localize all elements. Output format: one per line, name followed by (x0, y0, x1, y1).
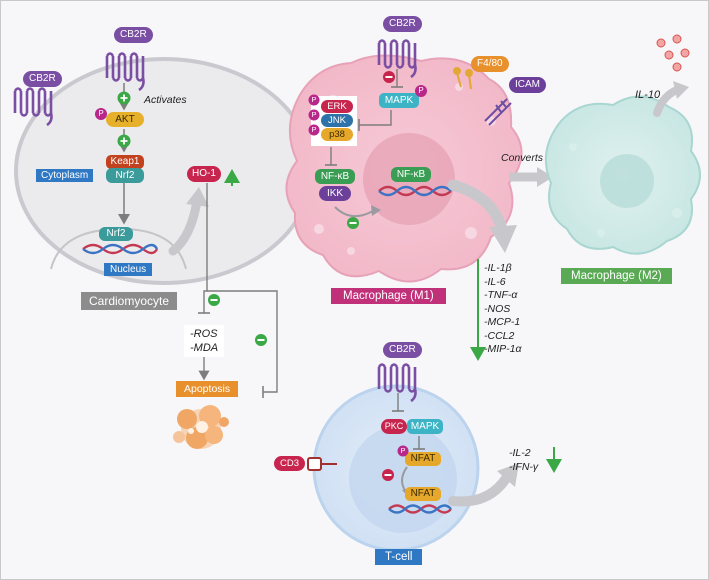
cardiomyocyte-title: Cardiomyocyte (81, 292, 178, 310)
inhibit-ho1-ros (203, 183, 208, 313)
phospho-nfat-icon (397, 445, 409, 457)
cytokine-ifng: -IFN-γ (509, 460, 539, 473)
jnk-label: JNK (328, 115, 346, 126)
ros-mda-list: -ROS -MDA (184, 325, 225, 357)
nfkb-shape (315, 169, 355, 184)
dna-cardiomyocyte (82, 243, 159, 255)
erk-shape (321, 100, 353, 113)
phospho-nfat-label: P (400, 446, 406, 455)
cb2r-label-tcell: CB2R (383, 342, 422, 358)
f480-label: F4/80 (471, 56, 509, 72)
akt-label: AKT (115, 114, 135, 125)
ros-item: -ROS (190, 328, 218, 340)
cb2r-label-m1: CB2R (383, 16, 422, 32)
phospho-erk-label: P (311, 95, 317, 104)
phospho-akt-icon (95, 108, 107, 120)
cytokine-il2: -IL-2 (509, 447, 531, 459)
cb2r-receptor-membrane (105, 52, 145, 92)
ho1-shape (187, 166, 221, 182)
mapk-tcell-label: MAPK (410, 421, 440, 432)
phospho-akt-label: P (98, 109, 104, 118)
erk-label: ERK (327, 101, 347, 112)
ikk-shape (319, 186, 351, 201)
icam-marker (484, 98, 512, 126)
mapk-m1-label: MAPK (384, 95, 414, 106)
p38-label: p38 (329, 129, 345, 140)
mapk-m1-shape (379, 93, 419, 108)
cb2r-label-cardiomyocyte: CB2R (114, 27, 153, 43)
nfat-nuclear-shape (405, 487, 441, 501)
macrophage-m2-title: Macrophage (M2) (561, 268, 672, 284)
nfat-label: NFAT (410, 453, 436, 464)
dna-macrophage (378, 185, 452, 197)
ikk-label: IKK (326, 188, 344, 199)
nfkb-label: NF-κB (320, 171, 350, 182)
mda-item: -MDA (190, 342, 219, 354)
phospho-mapk-icon (415, 85, 427, 97)
cb2r-receptor-m1 (377, 39, 417, 79)
nfat-nuclear-label: NFAT (410, 488, 436, 499)
keap1-shape (106, 155, 144, 169)
arrow-tcell-cytokines (448, 472, 512, 507)
tcell-title: T-cell (375, 549, 423, 565)
akt-shape (106, 112, 144, 127)
pkc-shape (381, 419, 407, 434)
nfat-shape (405, 452, 441, 466)
cytokine-il6: -IL-6 (484, 275, 506, 288)
cb2r-receptor-outer (13, 87, 53, 127)
icam-label: ICAM (509, 77, 546, 93)
mapk-tcell-shape (407, 419, 443, 434)
jnk-shape (321, 114, 353, 127)
ho1-label: HO-1 (192, 168, 216, 179)
nucleus-label: Nucleus (104, 263, 153, 276)
cytokine-mcp1: -MCP-1 (484, 316, 521, 328)
nrf2-nuclear-shape (99, 227, 133, 241)
keap1-label: Keap1 (110, 156, 140, 167)
phospho-jnk-label: P (311, 110, 317, 119)
cytoplasm-label: Cytoplasm (36, 169, 94, 182)
apoptosis-label: Apoptosis (176, 381, 239, 397)
cytokine-tnfa: -TNF-α (484, 289, 518, 301)
cb2r-label-outer: CB2R (23, 71, 62, 87)
nrf2-nuclear-label: Nrf2 (106, 228, 126, 239)
dna-tcell (388, 504, 452, 514)
m1-cytokine-list: -IL-1β -IL-6 -TNF-α -NOS -MCP-1 -CCL2 -M… (484, 262, 522, 357)
il10-molecules-icon (656, 34, 690, 72)
apoptotic-cell-icon (173, 405, 229, 449)
arrow-nfkb-nucleus (334, 206, 374, 218)
macrophage-m1-title: Macrophage (M1) (331, 288, 446, 304)
nfkb-nuclear-shape (391, 167, 431, 182)
cytokine-nos: -NOS (484, 302, 511, 315)
activates-label: Activates (144, 94, 187, 106)
p38-shape (321, 128, 353, 141)
il10-label: IL-10 (635, 89, 661, 101)
cd3-receptor-icon (307, 457, 322, 471)
cytokine-mip1a: -MIP-1α (484, 343, 522, 355)
converts-label: Converts (501, 152, 544, 164)
nfkb-nuclear-label: NF-κB (396, 169, 426, 180)
nrf2-shape (106, 168, 144, 183)
macrophage-m2-nucleus (600, 154, 654, 208)
nrf2-label: Nrf2 (115, 170, 135, 181)
phospho-mapk-label: P (418, 86, 424, 95)
tcell-cytokine-list: -IL-2 -IFN-γ (509, 447, 538, 474)
cb2r-receptor-tcell (377, 363, 417, 403)
f480-marker (453, 67, 473, 90)
m2-vesicles (569, 143, 682, 237)
cd3-label: CD3 (274, 456, 306, 471)
phospho-p38-label: P (311, 125, 317, 134)
cytokine-ccl2: -CCL2 (484, 329, 515, 342)
inhibit-ho1-apoptosis (207, 290, 278, 393)
cytokine-il1b: -IL-1β (484, 262, 512, 274)
pkc-label: PKC (384, 421, 404, 431)
inhibit-mapk-erk (359, 110, 392, 126)
arrow-dna-ho1 (168, 196, 202, 256)
